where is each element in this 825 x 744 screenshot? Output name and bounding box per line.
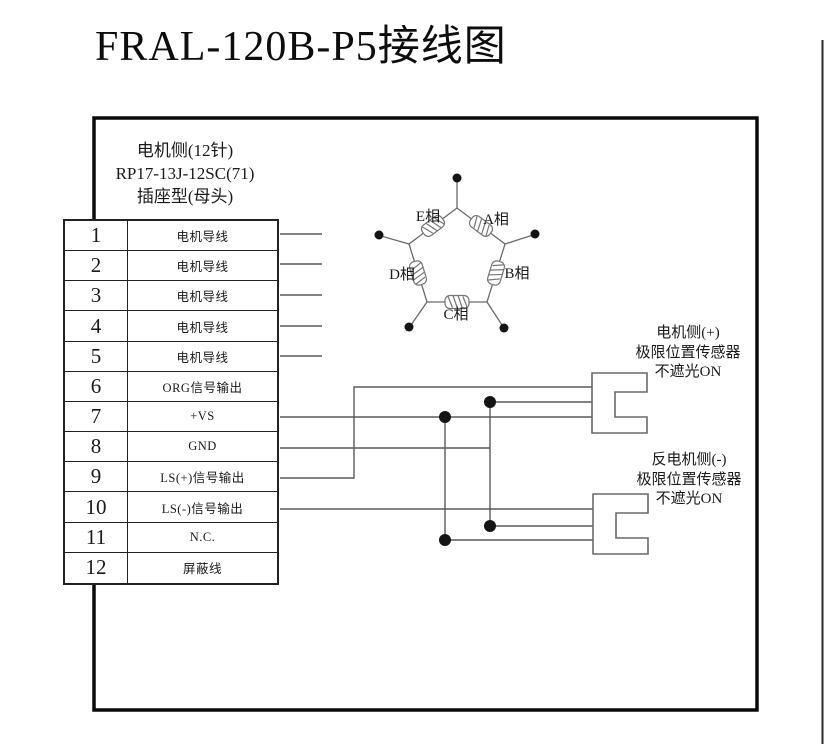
sensor-2-label-line: 极限位置传感器 bbox=[636, 471, 742, 488]
sensor-1-label-line: 不遮光ON bbox=[654, 364, 722, 380]
pin-number: 4 bbox=[65, 311, 128, 341]
junction-dot bbox=[484, 396, 496, 408]
border-box bbox=[92, 116, 759, 712]
pin-label: LS(-)信号输出 bbox=[161, 501, 244, 516]
wire-ls-plus bbox=[280, 386, 592, 479]
junction-dot bbox=[484, 520, 496, 532]
pin-number: 5 bbox=[65, 341, 128, 371]
pin-table: 1 电机导线 2 电机导线 3 电机导线 4 电机导线 5 电机导线 6 ORG… bbox=[63, 219, 279, 585]
table-row: 3 电机导线 bbox=[65, 281, 277, 312]
pin-label: 电机导线 bbox=[176, 230, 229, 245]
sensor-1-label: 电机侧(+) 极限位置传感器 不遮光ON bbox=[603, 324, 773, 383]
pin-number: 1 bbox=[65, 221, 128, 251]
pin-number: 2 bbox=[65, 251, 128, 281]
pin-number: 3 bbox=[65, 281, 128, 311]
pin-label: 屏蔽线 bbox=[182, 562, 222, 577]
connector-header-line: RP17-13J-12SC(71) bbox=[115, 164, 255, 183]
phase-label-a: A相 bbox=[483, 212, 509, 228]
table-row: 6 ORG信号输出 bbox=[65, 371, 277, 402]
winding-terminal-lines bbox=[380, 181, 534, 326]
connector-header: 电机侧(12针) RP17-13J-12SC(71) 插座型(母头) bbox=[80, 139, 290, 208]
pin-number: 12 bbox=[65, 552, 128, 583]
pin-label: ORG信号输出 bbox=[162, 380, 243, 395]
phase-label-c: C相 bbox=[443, 307, 469, 323]
pin-label: N.C. bbox=[189, 529, 216, 544]
pin-label: 电机导线 bbox=[176, 350, 229, 365]
table-row: 8 GND bbox=[65, 432, 277, 463]
pin-label: GND bbox=[188, 439, 217, 454]
phase-label-e: E相 bbox=[415, 209, 441, 225]
signal-wires bbox=[280, 386, 593, 541]
pin-label: 电机导线 bbox=[176, 260, 229, 275]
table-row: 12 屏蔽线 bbox=[65, 552, 277, 583]
pin-number: 7 bbox=[65, 401, 128, 432]
sensor-1-label-line: 电机侧(+) bbox=[656, 325, 720, 341]
junction-dot bbox=[439, 534, 451, 546]
table-row: 9 LS(+)信号输出 bbox=[65, 462, 277, 493]
pin-number: 11 bbox=[65, 522, 128, 552]
motor-lead-stubs bbox=[280, 233, 322, 357]
sensor-1-label-line: 极限位置传感器 bbox=[635, 344, 741, 361]
junction-dots bbox=[439, 396, 496, 546]
junction-dot bbox=[439, 411, 451, 423]
pin-number: 9 bbox=[65, 462, 128, 492]
pin-label: +VS bbox=[190, 409, 215, 424]
table-row: 5 电机导线 bbox=[65, 341, 277, 372]
connector-header-line: 插座型(母头) bbox=[136, 187, 234, 206]
page-title: FRAL-120B-P5接线图 bbox=[95, 24, 507, 70]
table-row: 11 N.C. bbox=[65, 522, 277, 553]
pin-number: 10 bbox=[65, 492, 128, 522]
table-row: 1 电机导线 bbox=[65, 221, 277, 252]
sensor-2-label-line: 反电机侧(-) bbox=[651, 452, 727, 468]
phase-label-d: D相 bbox=[389, 267, 415, 283]
pin-label: 电机导线 bbox=[176, 320, 229, 335]
table-row: 7 +VS bbox=[65, 401, 277, 433]
winding-terminal-dots bbox=[374, 173, 540, 333]
pin-label: LS(+)信号输出 bbox=[160, 471, 245, 486]
table-row: 2 电机导线 bbox=[65, 251, 277, 282]
table-row: 10 LS(-)信号输出 bbox=[65, 492, 277, 523]
pin-label: 电机导线 bbox=[176, 290, 229, 305]
sensor-2-label-line: 不遮光ON bbox=[655, 491, 723, 507]
phase-label-b: B相 bbox=[504, 266, 530, 282]
pin-number: 8 bbox=[65, 432, 128, 462]
pentagon-winding bbox=[374, 173, 540, 333]
pin-number: 6 bbox=[65, 371, 128, 401]
limit-sensor-2-icon bbox=[592, 493, 649, 555]
limit-sensor-1-icon bbox=[591, 372, 648, 434]
sensor-2-label: 反电机侧(-) 极限位置传感器 不遮光ON bbox=[604, 451, 774, 510]
table-row: 4 电机导线 bbox=[65, 311, 277, 342]
connector-header-line: 电机侧(12针) bbox=[136, 141, 234, 160]
